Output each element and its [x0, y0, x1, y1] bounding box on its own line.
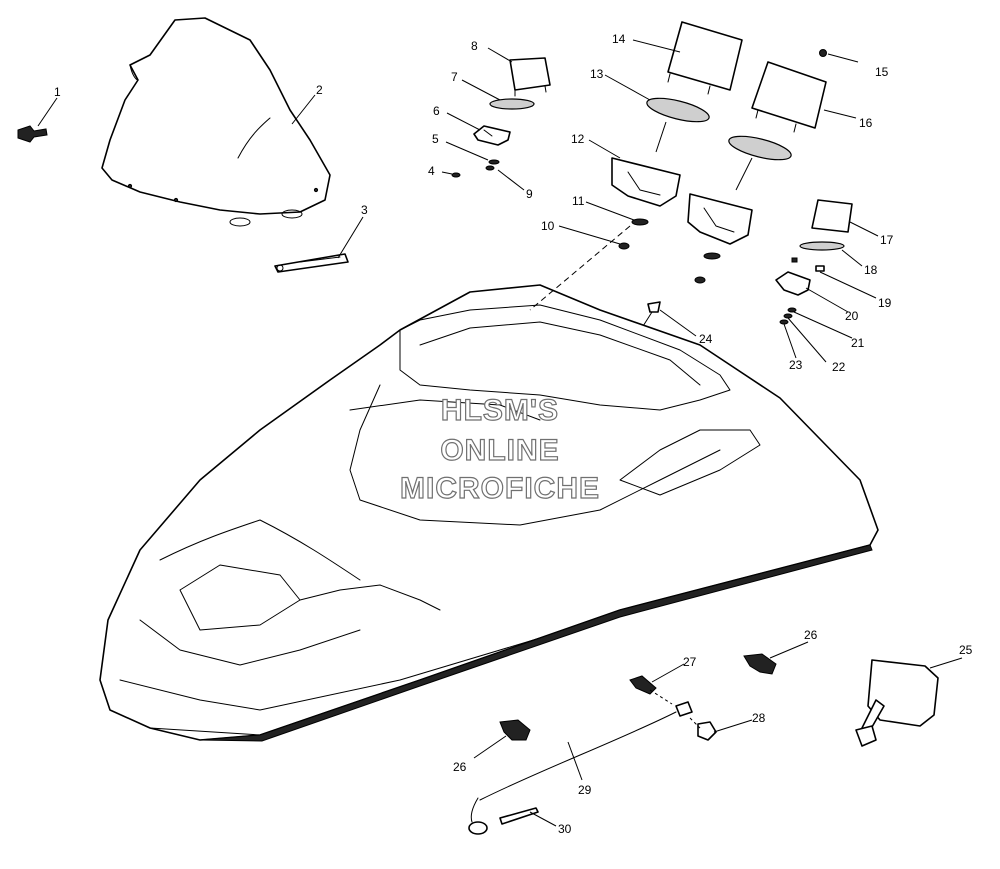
part-30-rivet: [499, 807, 539, 825]
callout-27: 27: [683, 655, 697, 669]
part-3-strap: [274, 253, 349, 273]
part-19-clip: [791, 257, 825, 272]
part-26-fastener-right: [743, 653, 777, 675]
part-1-rivet: [17, 125, 48, 143]
callout-26-left: 26: [453, 760, 467, 774]
part-28-nut: [697, 721, 717, 741]
callout-13: 13: [590, 67, 604, 81]
callout-14: 14: [612, 32, 626, 46]
callout-leaders: [37, 39, 963, 827]
part-15-screw: [819, 49, 827, 57]
hood: [99, 284, 879, 742]
part-17-gauge: [811, 199, 853, 233]
part-5-washer: [485, 159, 500, 171]
callout-5: 5: [432, 132, 439, 146]
part-20-bracket: [775, 271, 811, 296]
part-12-bezel-b: [687, 193, 753, 245]
callout-26-right: 26: [804, 628, 818, 642]
part-7-lens: [489, 98, 535, 110]
callout-10: 10: [541, 219, 555, 233]
callout-21: 21: [851, 336, 865, 350]
leader-line: [655, 121, 667, 153]
part-29-tether: [468, 689, 701, 835]
watermark-line-2: ONLINE: [440, 434, 559, 467]
part-27-bolt: [629, 675, 657, 695]
callout-11: 11: [572, 194, 585, 208]
part-26-fastener-left: [499, 719, 531, 741]
callout-29: 29: [578, 783, 592, 797]
callout-28: 28: [752, 711, 766, 725]
part-21-23-washers: [779, 307, 797, 325]
callout-7: 7: [451, 70, 458, 84]
callout-16: 16: [859, 116, 873, 130]
part-11-washer: [631, 218, 721, 260]
callout-6: 6: [433, 104, 440, 118]
callout-3: 3: [361, 203, 368, 217]
callout-labels: 1 2 3 4 5 6 7 8 9 10 11 12 13 14 15 16 1…: [54, 32, 973, 836]
callout-18: 18: [864, 263, 878, 277]
callout-17: 17: [880, 233, 894, 247]
callout-24: 24: [699, 332, 713, 346]
watermark-line-3: MICROFICHE: [400, 472, 600, 505]
part-25-mirror: [855, 659, 939, 747]
part-2-windshield: [101, 17, 331, 227]
callout-4: 4: [428, 164, 435, 178]
callout-19: 19: [878, 296, 892, 310]
part-13-lens-b: [728, 135, 792, 161]
watermark-line-1: HLSM'S: [441, 394, 559, 427]
callout-1: 1: [54, 85, 61, 99]
watermark: HLSM'S ONLINE MICROFICHE: [399, 393, 600, 505]
callout-9: 9: [526, 187, 533, 201]
part-13-lens: [646, 97, 710, 123]
callout-23: 23: [789, 358, 803, 372]
callout-25: 25: [959, 643, 973, 657]
part-6-bracket: [473, 125, 511, 146]
dashed-leader: [529, 225, 631, 311]
callout-2: 2: [316, 83, 323, 97]
callout-12: 12: [571, 132, 585, 146]
part-18-lens: [799, 241, 845, 251]
callout-15: 15: [875, 65, 889, 79]
callout-20: 20: [845, 309, 859, 323]
leader-line: [735, 157, 753, 191]
part-12-bezel: [611, 157, 681, 207]
part-10-nut: [618, 242, 706, 284]
part-8-gauge-cap: [509, 57, 551, 97]
part-16-gauge: [751, 61, 827, 133]
callout-8: 8: [471, 39, 478, 53]
callout-30: 30: [558, 822, 572, 836]
part-4-nut: [451, 172, 461, 178]
part-14-gauge: [667, 21, 743, 95]
callout-22: 22: [832, 360, 846, 374]
